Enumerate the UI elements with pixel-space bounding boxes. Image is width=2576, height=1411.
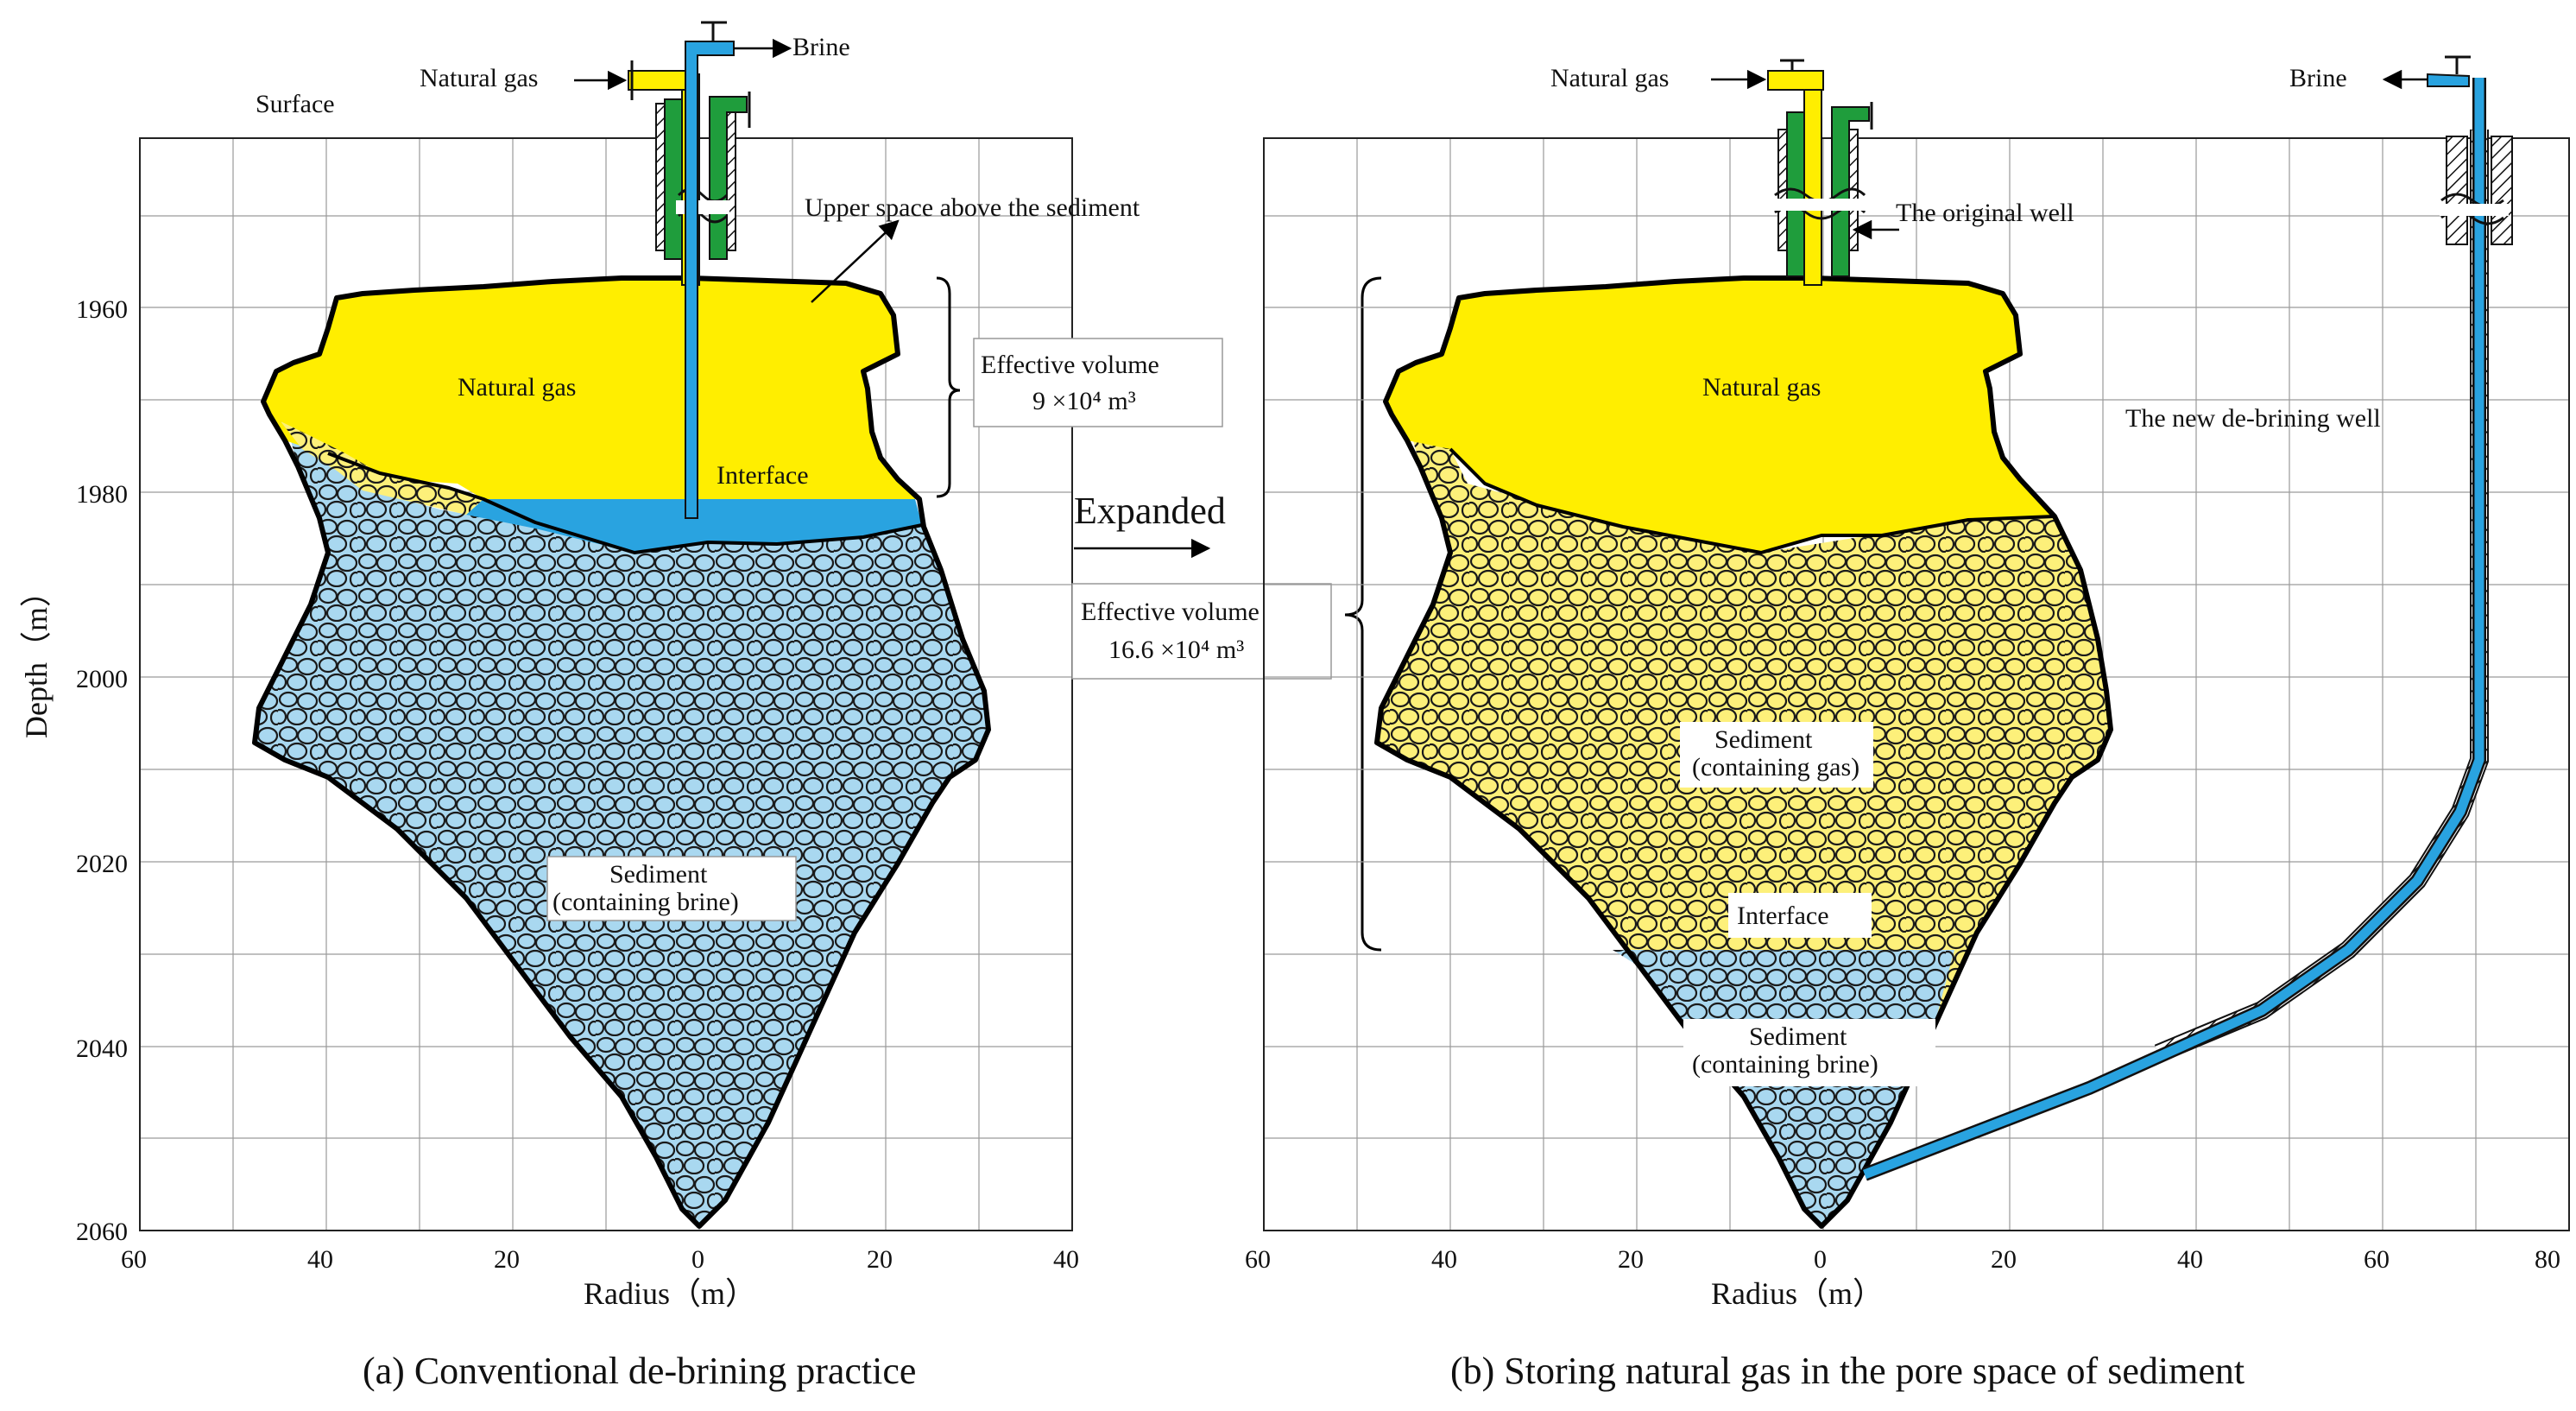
y-tick: 2000 xyxy=(76,665,128,693)
panel-a-brine-label: Brine xyxy=(792,33,850,61)
panel-b-gas-boundary xyxy=(1449,447,2055,554)
panel-a-volume-bracket xyxy=(936,276,961,498)
upper-space-label: Upper space above the sediment xyxy=(805,193,1140,222)
panel-a: Surface Natural gas Brine Upper space ab… xyxy=(19,21,1223,1392)
panel-a-volume-line2: 9 ×10⁴ m³ xyxy=(1032,387,1136,415)
x-tick: 20 xyxy=(494,1245,520,1274)
middle-volume-line1: Effective volume xyxy=(1081,598,1260,626)
x-tick: 60 xyxy=(1245,1245,1271,1274)
panel-a-wellhead xyxy=(628,21,751,519)
new-well-right-casing xyxy=(2491,136,2513,245)
panel-b-interface-label: Interface xyxy=(1737,902,1829,930)
panel-a-x-axis-title: Radius（m） xyxy=(584,1276,756,1311)
sediment-gas-line2: (containing gas) xyxy=(1692,753,1859,781)
sediment-brine-line1: Sediment xyxy=(1749,1022,1847,1051)
sediment-gas-line1: Sediment xyxy=(1714,725,1813,754)
sediment-brine-box xyxy=(1683,1019,1935,1086)
sediment-brine-line2: (containing brine) xyxy=(1692,1050,1878,1079)
panel-b-sediment-brine xyxy=(1613,950,1954,1226)
middle-volume-bracket xyxy=(1344,276,1382,952)
middle-annotations: Expanded Effective volume 16.6 ×10⁴ m³ xyxy=(1071,276,1382,952)
x-tick: 20 xyxy=(1991,1245,2017,1274)
panel-b-frame xyxy=(1263,137,2570,1231)
panel-a-upper-space-arrow xyxy=(811,219,900,303)
panel-a-caption: (a) Conventional de-brining practice xyxy=(363,1350,916,1392)
y-tick: 1980 xyxy=(76,480,128,509)
panel-a-interface-label: Interface xyxy=(717,461,809,490)
panel-b-brine-label: Brine xyxy=(2289,64,2347,92)
sediment-gas-box xyxy=(1680,722,1873,788)
x-tick: 0 xyxy=(1814,1245,1827,1274)
x-tick: 40 xyxy=(1431,1245,1457,1274)
new-well-casing-fill xyxy=(2155,130,2487,1061)
new-well-label: The new de-brining well xyxy=(2125,404,2381,433)
y-tick: 2060 xyxy=(76,1218,128,1246)
panel-a-gas-zone xyxy=(263,278,919,499)
panel-a-volume-line1: Effective volume xyxy=(981,351,1159,379)
panel-a-sediment-box xyxy=(546,856,797,921)
panel-b-gas-zone xyxy=(1386,278,2055,553)
panel-a-sediment-brine xyxy=(255,419,988,1226)
x-tick: 60 xyxy=(121,1245,147,1274)
y-tick: 1960 xyxy=(76,295,128,324)
panel-a-gas-zone-label: Natural gas xyxy=(458,373,576,402)
new-well-tube-fill xyxy=(1863,78,2484,1180)
panel-a-interface-line xyxy=(327,452,923,554)
x-tick: 40 xyxy=(307,1245,333,1274)
panel-a-sediment-line1: Sediment xyxy=(609,860,708,889)
new-well-left-casing xyxy=(2446,136,2468,245)
middle-volume-box xyxy=(1071,583,1332,680)
y-axis-title: Depth（m） xyxy=(19,576,54,738)
panel-a-cavern-outline xyxy=(252,275,991,1229)
panel-b-wellhead xyxy=(1767,59,1873,286)
panel-b-gas-inlet-label: Natural gas xyxy=(1550,64,1669,92)
panel-b-caption: (b) Storing natural gas in the pore spac… xyxy=(1450,1350,2245,1392)
panel-a-brine-layer xyxy=(466,499,922,553)
panel-b: Natural gas Brine The original well The … xyxy=(1245,55,2570,1392)
panel-a-sediment-line2: (containing brine) xyxy=(552,888,739,916)
panel-a-gas-inlet-label: Natural gas xyxy=(420,64,538,92)
surface-label: Surface xyxy=(256,90,335,118)
panel-a-volume-box xyxy=(973,338,1223,427)
x-tick: 0 xyxy=(691,1245,704,1274)
expanded-label: Expanded xyxy=(1074,490,1226,532)
x-tick: 40 xyxy=(1053,1245,1079,1274)
x-tick: 20 xyxy=(867,1245,893,1274)
new-well-casing xyxy=(2154,130,2489,1063)
panel-b-gas-zone-label: Natural gas xyxy=(1702,373,1821,402)
original-well-label: The original well xyxy=(1896,199,2074,227)
panel-b-interface-box xyxy=(1728,893,1872,938)
panel-a-sediment-gas-wedge xyxy=(281,421,483,515)
panel-b-cavern-outline xyxy=(1374,275,2113,1229)
x-tick: 60 xyxy=(2364,1245,2390,1274)
new-well-outlet xyxy=(2427,73,2470,87)
panel-a-frame xyxy=(139,137,1073,1231)
y-tick: 2020 xyxy=(76,850,128,878)
x-tick: 80 xyxy=(2535,1245,2560,1274)
x-tick: 20 xyxy=(1618,1245,1644,1274)
y-tick: 2040 xyxy=(76,1035,128,1063)
panel-b-x-axis-title: Radius（m） xyxy=(1711,1276,1884,1311)
x-tick: 40 xyxy=(2177,1245,2203,1274)
middle-volume-line2: 16.6 ×10⁴ m³ xyxy=(1108,636,1244,664)
